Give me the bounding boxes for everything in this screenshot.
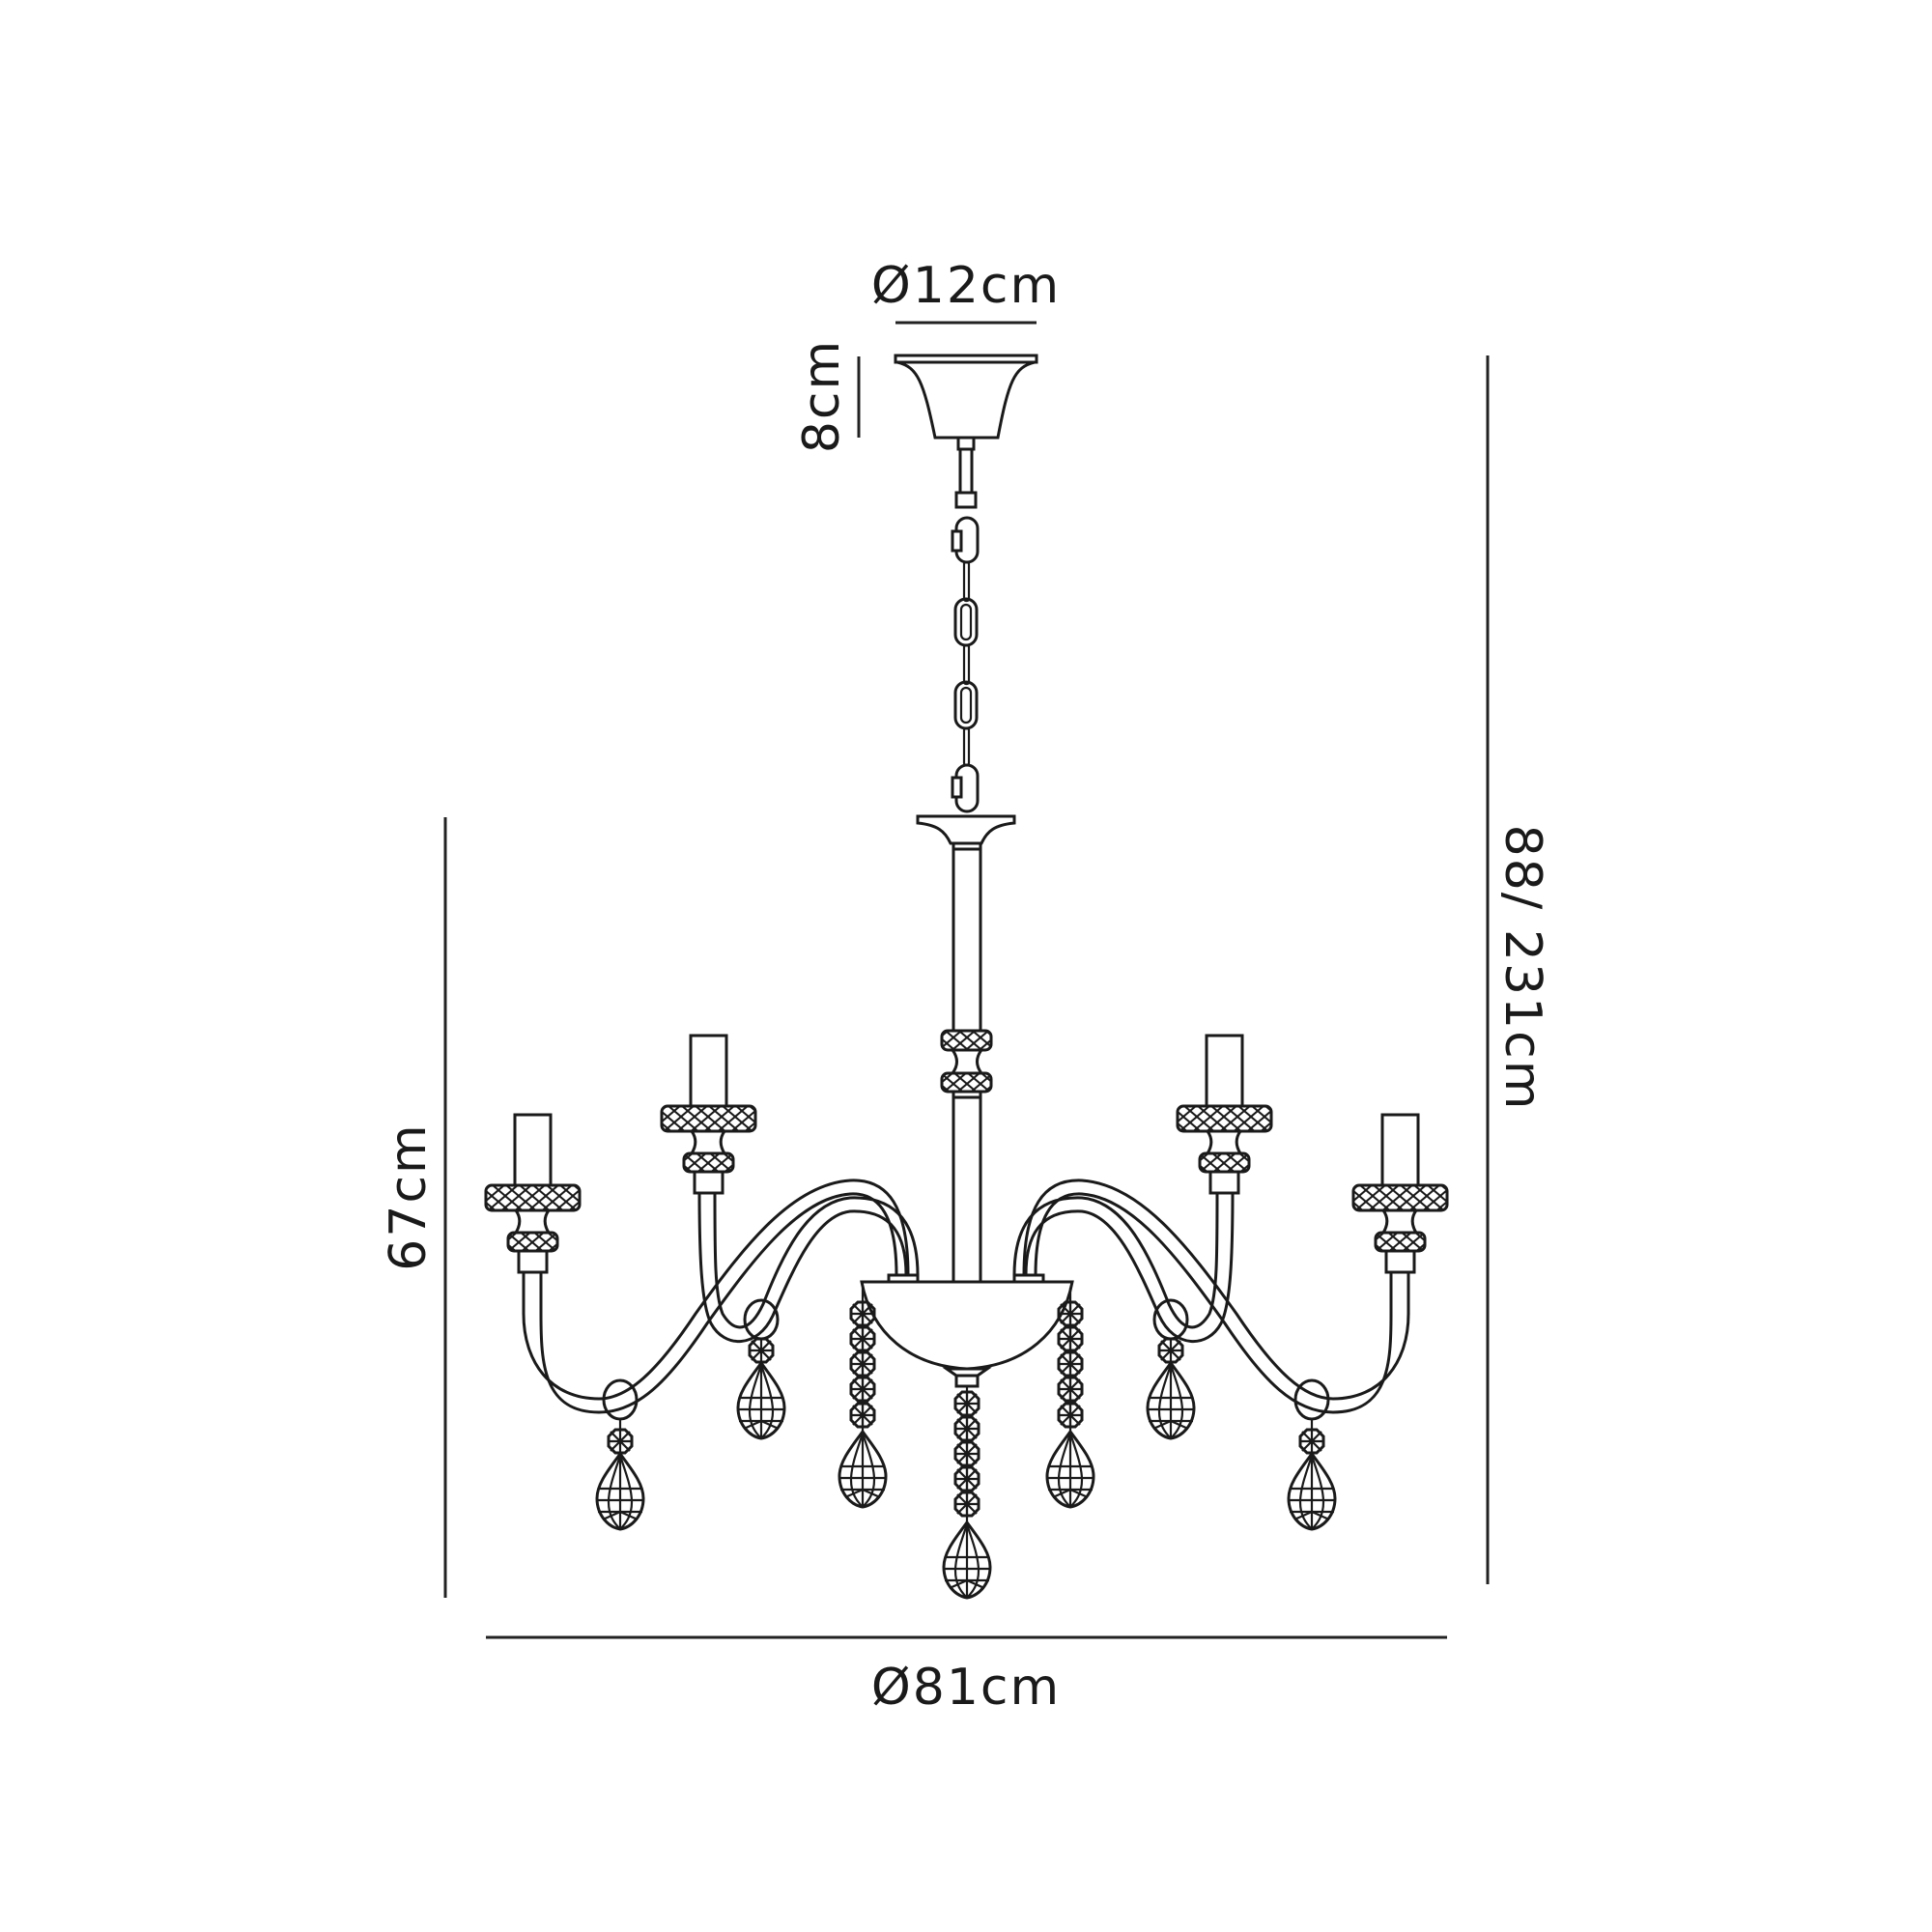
candle-inner-right	[1176, 1034, 1273, 1195]
candle-outer-right	[1351, 1113, 1449, 1274]
bead-string-right	[1045, 1288, 1095, 1509]
pendant-inner-left	[736, 1298, 786, 1440]
dimension-label-body-height: 67cm	[380, 1122, 438, 1270]
dimension-overall-height: 88/ 231cm	[1486, 355, 1551, 1584]
bead-string-center	[942, 1386, 992, 1600]
pendant-outer-left	[595, 1378, 645, 1531]
candle-outer-left	[484, 1113, 582, 1274]
pendant-outer-right	[1287, 1378, 1337, 1531]
dimension-label-overall-height: 88/ 231cm	[1493, 825, 1551, 1112]
central-bowl	[860, 1280, 1074, 1388]
ceiling-canopy	[894, 354, 1038, 440]
suspension-chain	[951, 436, 980, 813]
dimension-body-height: 67cm	[380, 817, 447, 1598]
candle-inner-left	[660, 1034, 757, 1195]
dimension-canopy-diameter: Ø12cm	[871, 257, 1061, 325]
bead-string-left	[838, 1288, 888, 1509]
dimension-label-overall-diameter: Ø81cm	[871, 1659, 1061, 1717]
arms	[522, 1179, 1410, 1414]
dimension-label-canopy-height: 8cm	[793, 339, 851, 453]
pendant-inner-right	[1146, 1298, 1196, 1440]
central-stem	[916, 814, 1016, 1284]
dimension-canopy-height: 8cm	[793, 339, 861, 453]
dimension-overall-diameter: Ø81cm	[486, 1635, 1447, 1717]
dimension-label-canopy-diameter: Ø12cm	[871, 257, 1061, 315]
